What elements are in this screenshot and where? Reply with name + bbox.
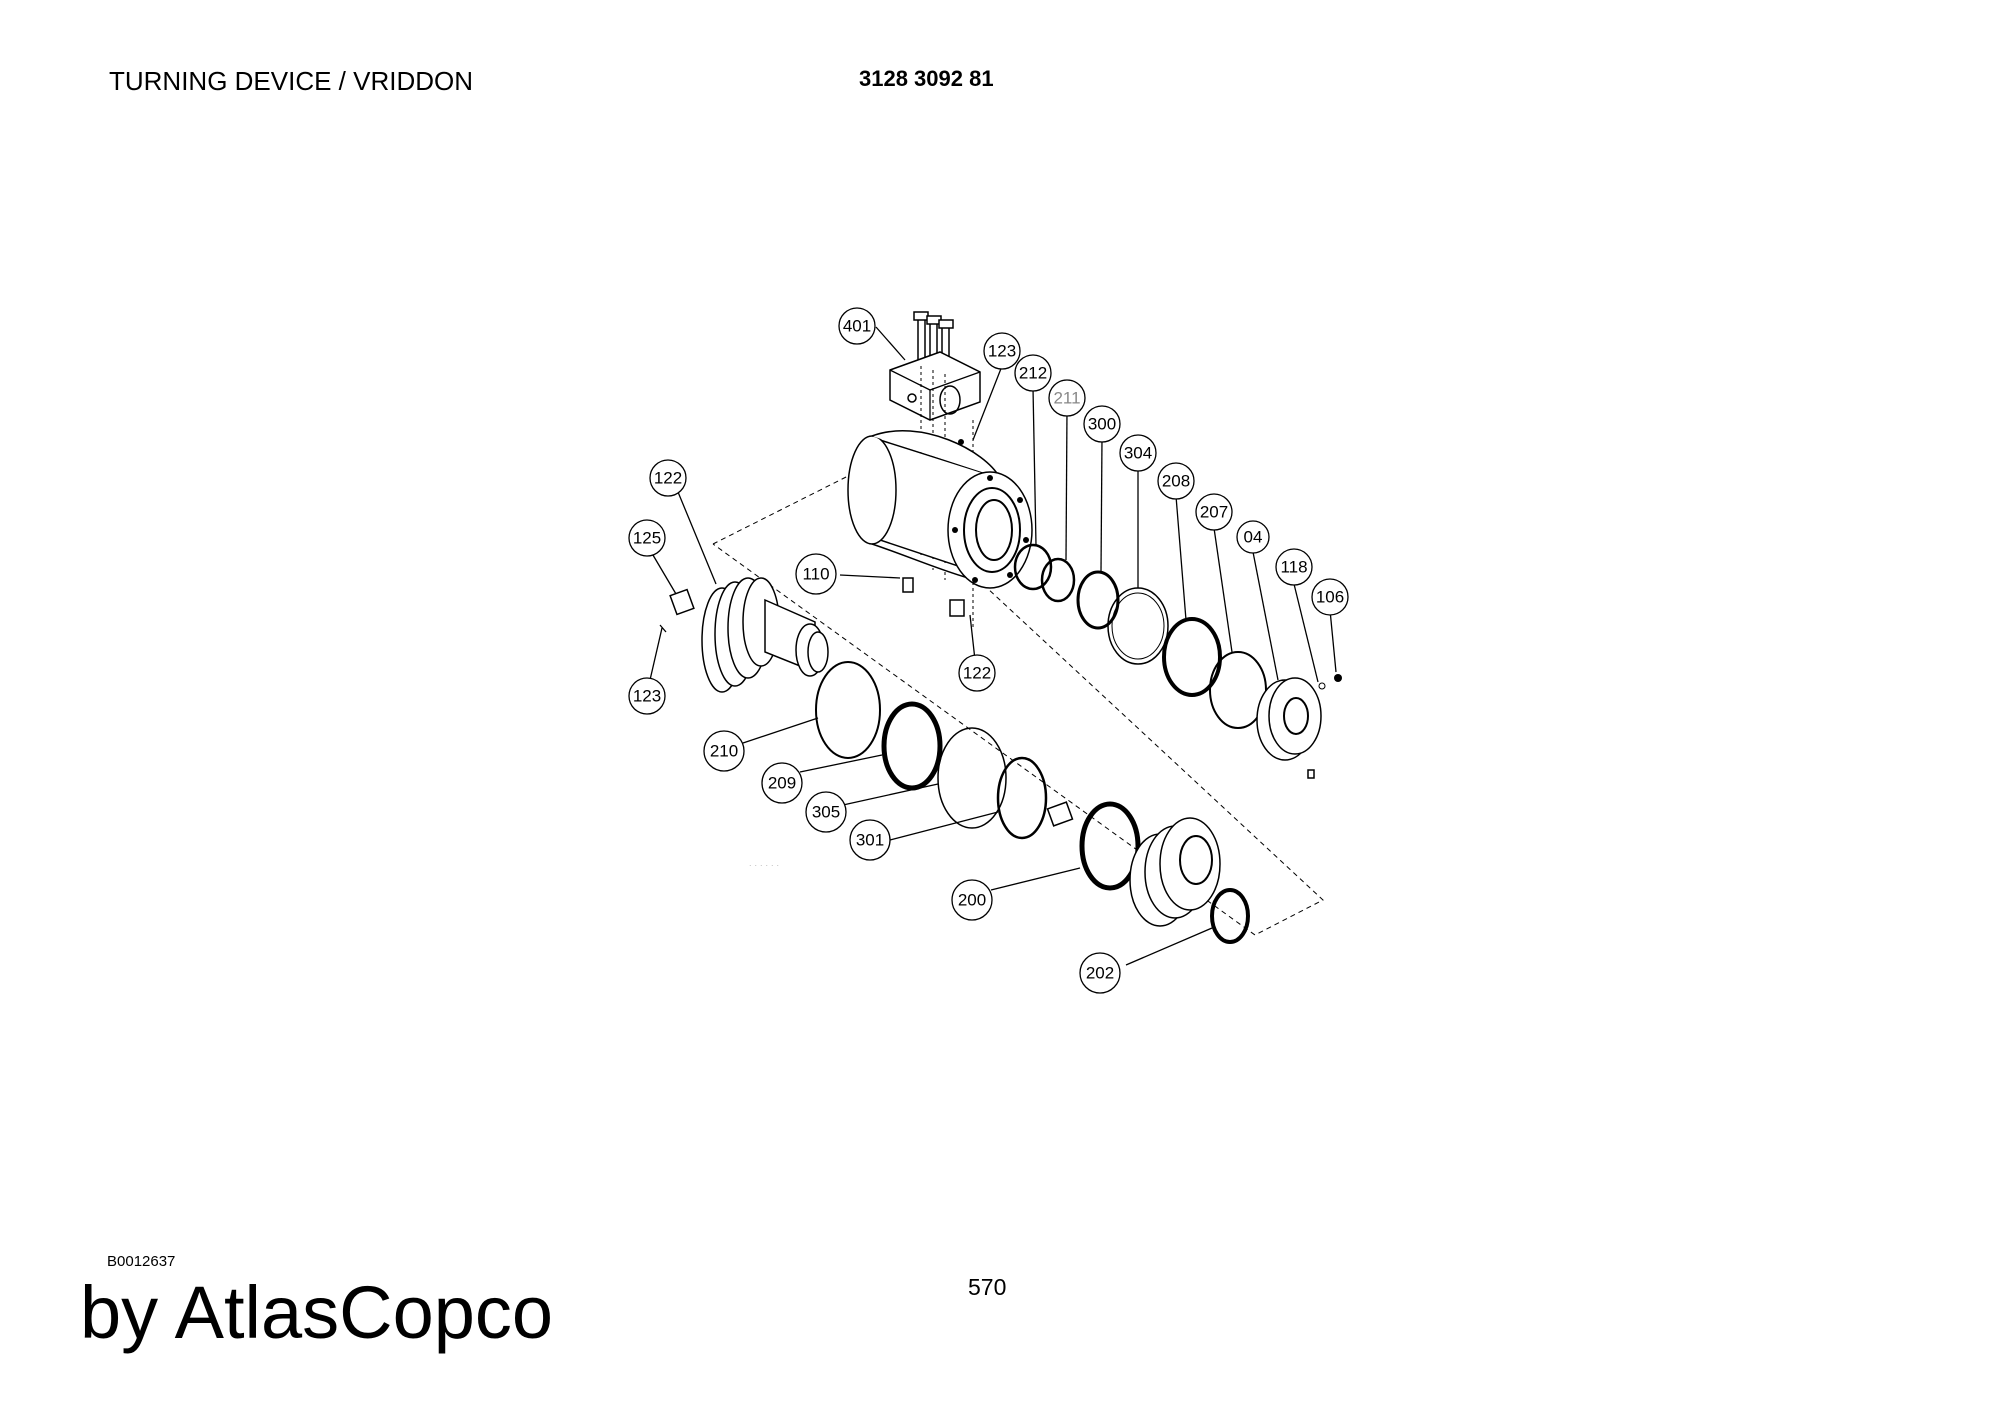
document-title: TURNING DEVICE / VRIDDON (109, 66, 474, 96)
callout-122-left: 122 (649, 459, 687, 497)
assembly-axis-dashed (712, 469, 1324, 936)
callout-305: 305 (805, 791, 847, 833)
callout-401: 401 (838, 307, 876, 345)
callout-211: 211 (1048, 379, 1086, 417)
svg-text:209: 209 (768, 774, 796, 793)
svg-text:200: 200 (958, 891, 986, 910)
housing-cylinder (847, 430, 1033, 589)
svg-text:118: 118 (1280, 558, 1307, 577)
callout-304: 304 (1119, 434, 1157, 472)
callout-210: 210 (703, 730, 745, 772)
callout-123-left: 123 (628, 677, 666, 715)
fittings (902, 439, 965, 617)
callout-118: 118 (1275, 548, 1313, 586)
callout-110: 110 (795, 553, 837, 595)
svg-text:211: 211 (1053, 389, 1080, 408)
end-cap (1256, 674, 1342, 779)
callout-207: 207 (1195, 493, 1233, 531)
callout-106: 106 (1311, 578, 1349, 616)
rings-upper (1013, 543, 1267, 729)
leader-lines (649, 326, 1337, 966)
callout-04: 04 (1236, 520, 1270, 554)
gland-assembly (1129, 817, 1250, 944)
svg-text:122: 122 (654, 469, 682, 488)
callout-122-bottom: 122 (958, 654, 996, 692)
callout-300: 300 (1083, 405, 1121, 443)
svg-text:207: 207 (1200, 503, 1228, 522)
svg-text:304: 304 (1124, 444, 1152, 463)
svg-text:212: 212 (1019, 364, 1047, 383)
brand-logo-text: by AtlasCopco (80, 1271, 554, 1354)
svg-text:110: 110 (802, 565, 829, 584)
callout-202: 202 (1079, 952, 1121, 994)
svg-text:04: 04 (1244, 528, 1263, 547)
svg-text:208: 208 (1162, 472, 1190, 491)
svg-text:300: 300 (1088, 415, 1116, 434)
svg-text:125: 125 (633, 529, 661, 548)
callout-125: 125 (628, 519, 666, 557)
svg-text:401: 401 (843, 317, 871, 336)
rings-lower (815, 661, 1141, 891)
callout-200: 200 (951, 879, 993, 921)
callout-123-top: 123 (983, 332, 1021, 370)
piston-shaft (659, 577, 829, 693)
svg-text:305: 305 (812, 803, 840, 822)
callout-bubbles: 401 123 212 211 300 304 208 207 04 118 1… (628, 307, 1349, 994)
page-number: 570 (968, 1274, 1007, 1300)
callout-301: 301 (849, 819, 891, 861)
callout-209: 209 (761, 762, 803, 804)
svg-text:210: 210 (710, 742, 738, 761)
svg-text:106: 106 (1316, 588, 1344, 607)
svg-text:123: 123 (988, 342, 1016, 361)
svg-text:122: 122 (963, 664, 991, 683)
svg-text:301: 301 (856, 831, 884, 850)
document-id: B0012637 (107, 1253, 176, 1270)
faint-drawing-code: · · · · · · (749, 860, 780, 870)
callout-208: 208 (1157, 462, 1195, 500)
svg-text:123: 123 (633, 687, 661, 706)
part-number: 3128 3092 81 (859, 66, 994, 91)
valve-block (889, 351, 981, 421)
svg-text:202: 202 (1086, 964, 1114, 983)
callout-212: 212 (1014, 354, 1052, 392)
